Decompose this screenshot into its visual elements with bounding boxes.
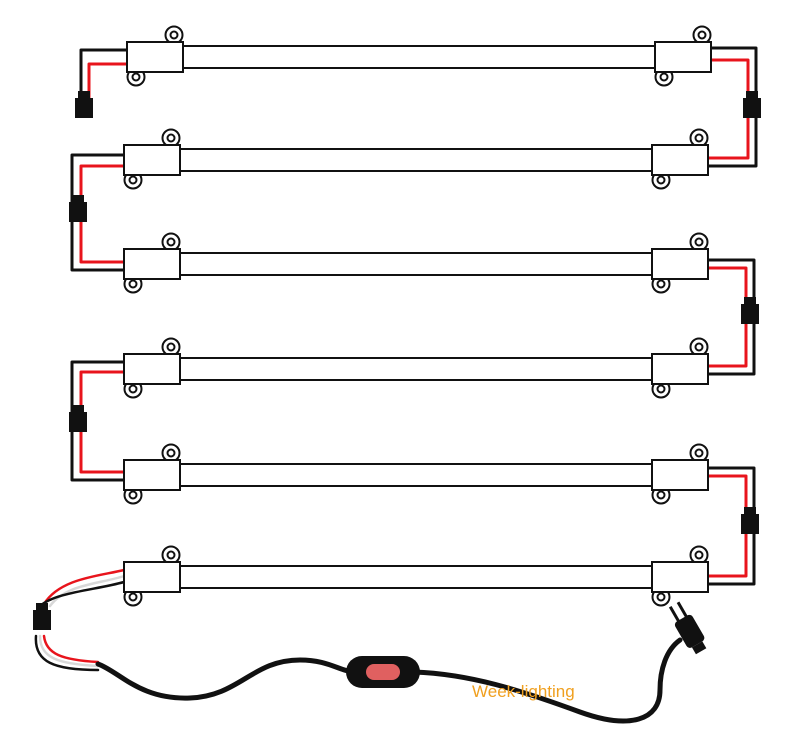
mount-lug <box>164 25 184 45</box>
connector-group <box>33 91 761 630</box>
inline-connector-3 <box>69 195 87 222</box>
end-cap-right <box>651 561 709 593</box>
switch-rocker <box>366 664 400 680</box>
inline-connector-1 <box>75 91 93 118</box>
light-bar-4 <box>123 337 709 399</box>
power-plug-icon <box>668 601 707 655</box>
inline-connector-6 <box>741 507 759 534</box>
mount-lug <box>689 337 709 357</box>
mount-lug <box>689 545 709 565</box>
end-cap-right <box>654 41 712 73</box>
light-tube <box>126 45 712 69</box>
light-bar-1 <box>126 25 712 87</box>
power-cord-to-plug <box>411 637 683 724</box>
mount-lug <box>689 443 709 463</box>
end-cap-left <box>126 41 184 73</box>
power-lead-wires <box>34 568 126 672</box>
mount-lug <box>692 25 712 45</box>
light-tube <box>123 565 709 589</box>
watermark-text: Week-lighting <box>472 682 575 701</box>
end-cap-left <box>123 353 181 385</box>
light-bar-3 <box>123 232 709 294</box>
inline-connector-2 <box>743 91 761 118</box>
mount-lug <box>161 337 181 357</box>
end-cap-right <box>651 353 709 385</box>
inline-switch <box>346 656 420 688</box>
light-tube <box>123 357 709 381</box>
light-tube <box>123 463 709 487</box>
end-cap-left <box>123 459 181 491</box>
inline-connector-5 <box>69 405 87 432</box>
end-cap-right <box>651 144 709 176</box>
mount-lug <box>689 232 709 252</box>
mount-lug <box>161 232 181 252</box>
power-cord <box>95 657 359 701</box>
light-bar-2 <box>123 128 709 190</box>
light-bar-5 <box>123 443 709 505</box>
light-tube <box>123 148 709 172</box>
mount-lug <box>161 443 181 463</box>
end-cap-right <box>651 459 709 491</box>
mount-lug <box>161 545 181 565</box>
inline-connector-4 <box>741 297 759 324</box>
light-bar-group <box>123 25 712 607</box>
end-cap-left <box>123 561 181 593</box>
mount-lug <box>161 128 181 148</box>
mount-lug <box>689 128 709 148</box>
inline-connector-7 <box>33 603 51 630</box>
end-cap-left <box>123 144 181 176</box>
end-cap-right <box>651 248 709 280</box>
light-tube <box>123 252 709 276</box>
jumper-wire-top-left-lead <box>79 48 127 98</box>
light-bar-6 <box>123 545 709 607</box>
end-cap-left <box>123 248 181 280</box>
